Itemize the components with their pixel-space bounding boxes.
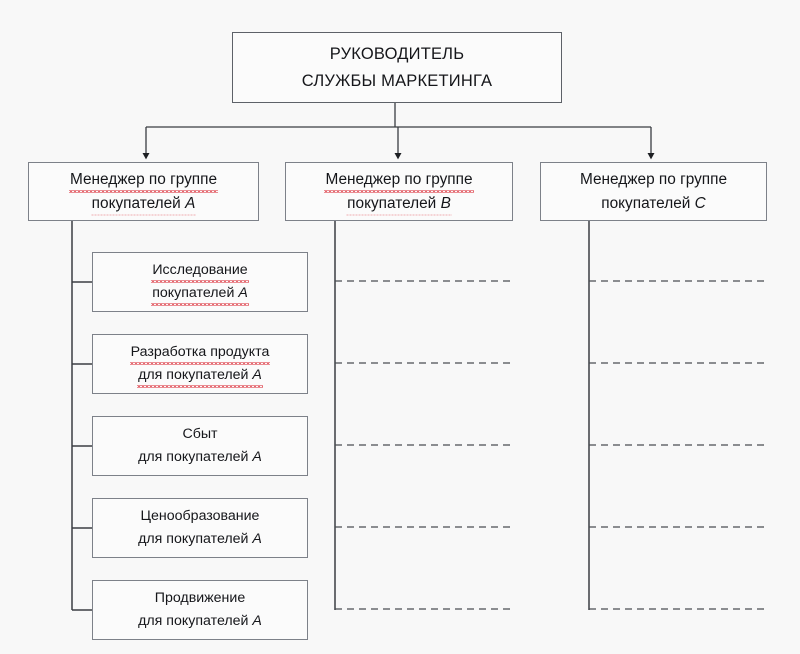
node-line-2: для покупателей A <box>138 528 262 551</box>
node-line-1: Менеджер по группе <box>324 168 474 193</box>
node-line-2-prefix: для покупателей <box>138 531 253 547</box>
node-line-1: Менеджер по группе <box>579 170 728 188</box>
group-label: A <box>252 531 262 547</box>
node-line-2-prefix: покупателей <box>91 194 186 212</box>
node-line-1: РУКОВОДИТЕЛЬ <box>329 44 465 63</box>
node-function-promotion[interactable]: Продвижение для покупателей A <box>92 580 308 640</box>
node-manager-c[interactable]: Менеджер по группе покупателей C <box>540 162 767 221</box>
group-label: C <box>694 194 706 212</box>
group-label: A <box>252 449 262 465</box>
node-function-pricing[interactable]: Ценообразование для покупателей A <box>92 498 308 558</box>
node-line-2: СЛУЖБЫ МАРКЕТИНГА <box>301 71 493 90</box>
node-line-2-prefix: для покупателей <box>138 613 253 629</box>
node-line-1: Менеджер по группе <box>68 168 219 193</box>
group-label: B <box>440 194 451 212</box>
node-line-2: покупателей A <box>151 282 249 306</box>
node-manager-a[interactable]: Менеджер по группе покупателей A <box>28 162 259 221</box>
node-line-2-prefix: покупателей <box>152 285 239 301</box>
node-function-sales[interactable]: Сбыт для покупателей A <box>92 416 308 476</box>
node-marketing-director[interactable]: РУКОВОДИТЕЛЬ СЛУЖБЫ МАРКЕТИНГА <box>232 32 562 103</box>
node-line-2: для покупателей A <box>137 364 263 388</box>
node-line-2: покупателей A <box>90 192 196 217</box>
node-line-2-prefix: покупателей <box>601 194 695 212</box>
node-line-2-prefix: для покупателей <box>138 367 253 383</box>
node-line-2-prefix: для покупателей <box>138 449 253 465</box>
node-line-2-prefix: покупателей <box>347 194 441 212</box>
node-line-1: Исследование <box>151 259 250 283</box>
node-line-1: Продвижение <box>154 590 246 606</box>
group-label: A <box>252 613 262 629</box>
node-line-1: Ценообразование <box>140 508 260 524</box>
node-line-2: для покупателей A <box>138 446 262 469</box>
group-label: A <box>238 285 248 301</box>
node-line-2: для покупателей A <box>138 610 262 633</box>
node-function-research[interactable]: Исследование покупателей A <box>92 252 308 312</box>
node-line-1: Разработка продукта <box>129 341 271 365</box>
node-line-2: покупателей B <box>346 192 452 217</box>
node-function-product-development[interactable]: Разработка продукта для покупателей A <box>92 334 308 394</box>
node-line-1: Сбыт <box>182 426 218 442</box>
group-label: A <box>185 194 196 212</box>
node-manager-b[interactable]: Менеджер по группе покупателей B <box>285 162 513 221</box>
group-label: A <box>252 367 262 383</box>
node-line-2: покупателей C <box>601 192 706 216</box>
